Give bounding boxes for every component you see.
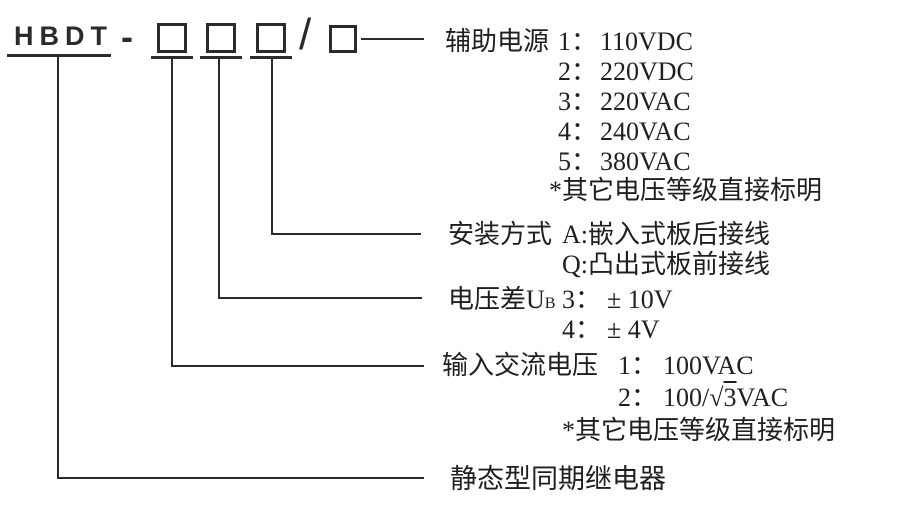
option-code: 1： bbox=[558, 27, 598, 56]
option-value: 380VAC bbox=[600, 147, 691, 176]
model-prefix: HBDT bbox=[14, 21, 113, 51]
aux-power-option-1: 1：110VDC bbox=[558, 28, 693, 55]
option-code: 5： bbox=[558, 147, 598, 176]
connector-input-ac-vertical bbox=[171, 58, 173, 367]
aux-power-option-3: 3：220VAC bbox=[558, 88, 691, 115]
mounting-label: 安装方式 bbox=[448, 220, 553, 249]
model-slash: / bbox=[299, 10, 312, 59]
product-name-label: 静态型同期继电器 bbox=[450, 464, 666, 494]
model-digit-box-2 bbox=[206, 23, 236, 53]
input-ac-option-2: 2：100/√3VAC bbox=[618, 384, 788, 411]
model-digit-box-4 bbox=[329, 25, 357, 53]
option-value: ± 4V bbox=[607, 315, 660, 344]
connector-voltage-diff-vertical bbox=[218, 58, 220, 299]
option-value: 220VDC bbox=[600, 57, 694, 86]
input-ac-label: 输入交流电压 bbox=[442, 351, 599, 380]
option-value-sqrt: 100/√3VAC bbox=[663, 383, 788, 412]
input-ac-option-1: 1：100VAC bbox=[618, 352, 754, 379]
digit-box-1-underline bbox=[151, 56, 193, 59]
sqrt-radicand: 3 bbox=[723, 383, 737, 412]
connector-mounting-vertical bbox=[271, 58, 273, 235]
option-code: 4： bbox=[558, 117, 598, 146]
input-ac-note: *其它电压等级直接标明 bbox=[562, 416, 836, 445]
model-digit-box-1 bbox=[157, 23, 187, 53]
option-code: 3： bbox=[558, 87, 598, 116]
option-value: 220VAC bbox=[600, 87, 691, 116]
option-code: 2： bbox=[618, 383, 658, 412]
connector-product-vertical bbox=[57, 56, 59, 479]
model-digit-box-3 bbox=[256, 23, 286, 53]
connector-voltage-diff-horizontal bbox=[218, 297, 422, 299]
aux-power-note: *其它电压等级直接标明 bbox=[549, 176, 823, 205]
voltage-diff-label-main: 电压差U bbox=[448, 285, 545, 314]
digit-box-3-underline bbox=[250, 56, 292, 59]
connector-product-horizontal bbox=[57, 477, 424, 479]
aux-power-option-2: 2：220VDC bbox=[558, 58, 694, 85]
option-code: 3： bbox=[562, 285, 602, 314]
option-value: 110VDC bbox=[600, 27, 693, 56]
connector-mounting-horizontal bbox=[271, 233, 421, 235]
option-code: 1： bbox=[618, 351, 658, 380]
option-value: 凸出式板前接线 bbox=[588, 250, 771, 279]
voltage-diff-label-subscript: B bbox=[544, 295, 556, 312]
option-value: 240VAC bbox=[600, 117, 691, 146]
sqrt-prefix: 100/√ bbox=[663, 383, 724, 412]
voltage-diff-option-4: 4：± 4V bbox=[562, 316, 660, 343]
connector-aux-power bbox=[361, 38, 424, 40]
option-value: ± 10V bbox=[607, 285, 673, 314]
aux-power-label: 辅助电源 bbox=[445, 27, 550, 56]
option-code: 4： bbox=[562, 315, 602, 344]
model-separator: - bbox=[121, 16, 133, 57]
voltage-diff-option-3: 3：± 10V bbox=[562, 286, 673, 313]
voltage-diff-label: 电压差UB bbox=[448, 286, 556, 317]
mounting-option-q: Q:凸出式板前接线 bbox=[562, 251, 770, 278]
option-code: A: bbox=[562, 220, 588, 249]
model-prefix-underline bbox=[7, 54, 111, 57]
option-value: 100VAC bbox=[663, 351, 754, 380]
mounting-option-a: A:嵌入式板后接线 bbox=[562, 221, 770, 248]
aux-power-option-5: 5：380VAC bbox=[558, 148, 691, 175]
option-value: 嵌入式板后接线 bbox=[588, 220, 771, 249]
aux-power-option-4: 4：240VAC bbox=[558, 118, 691, 145]
option-code: 2： bbox=[558, 57, 598, 86]
option-code: Q: bbox=[562, 250, 588, 279]
connector-input-ac-horizontal bbox=[171, 365, 424, 367]
digit-box-2-underline bbox=[200, 56, 242, 59]
sqrt-suffix: VAC bbox=[736, 383, 789, 412]
